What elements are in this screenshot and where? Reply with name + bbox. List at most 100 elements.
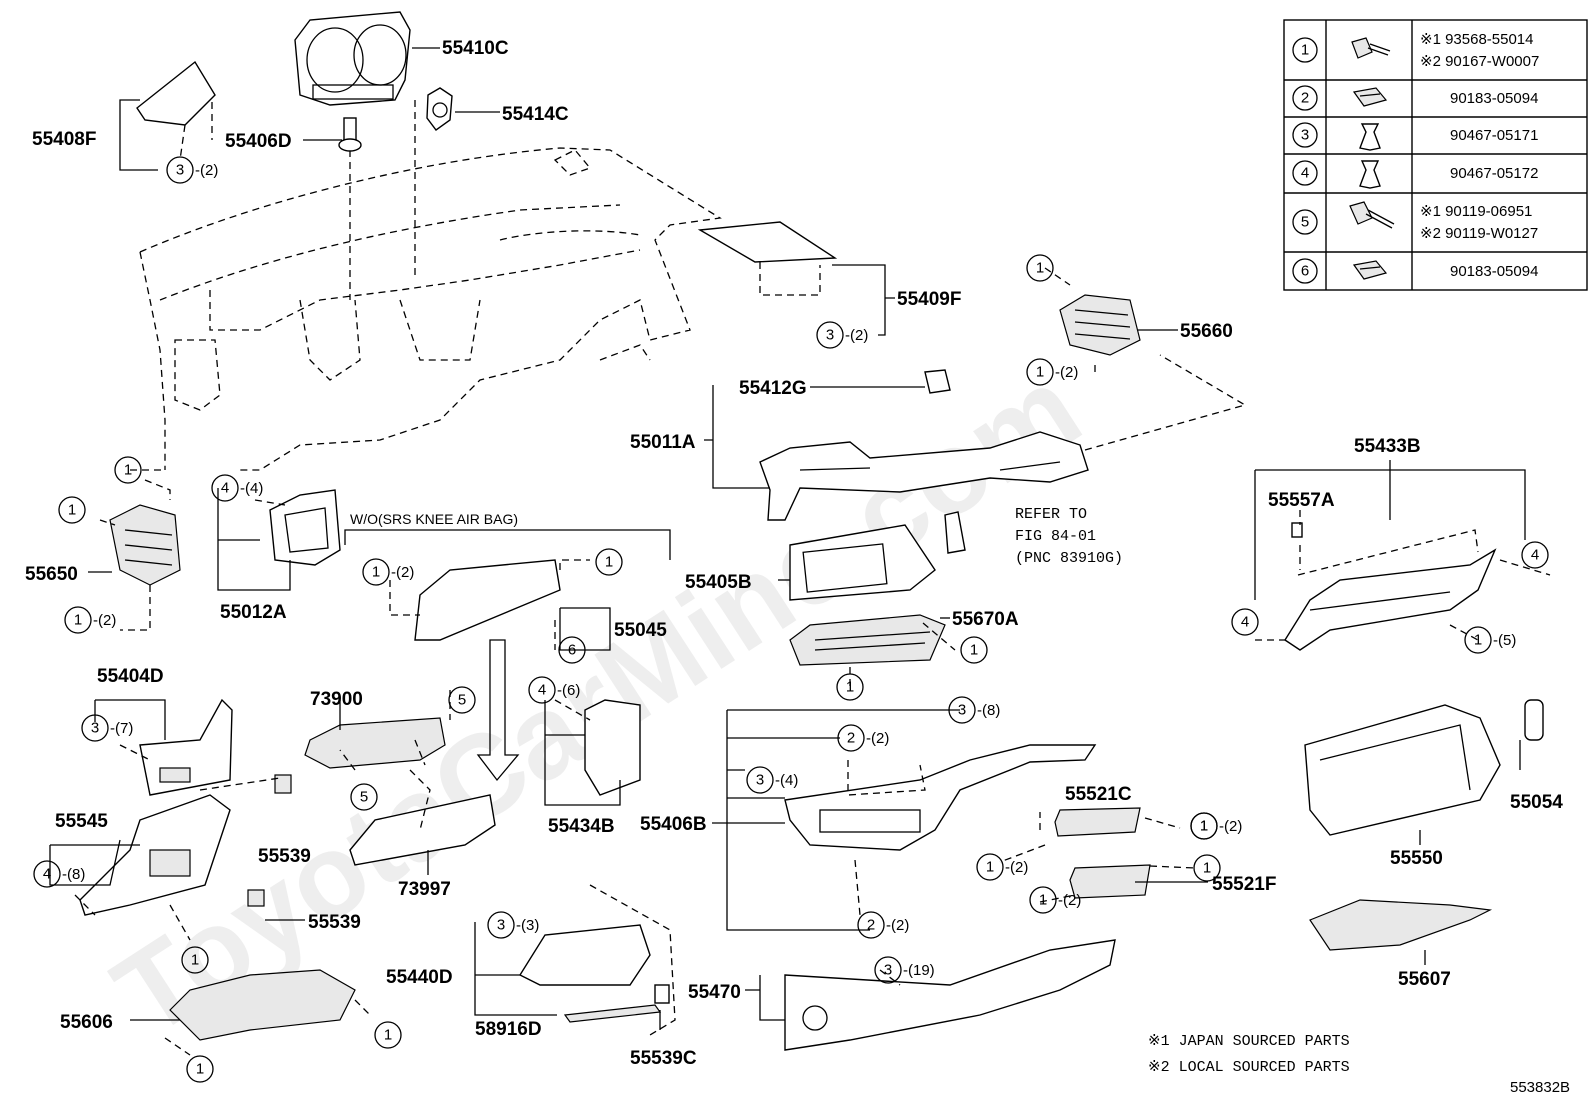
part-label[interactable]: 58916D (475, 1019, 542, 1040)
part-label[interactable]: 55521F (1212, 874, 1276, 895)
table-part-number[interactable]: ※1 90119-06951 (1420, 203, 1532, 220)
part-label[interactable]: 55539C (630, 1048, 697, 1069)
part-label[interactable]: 55607 (1398, 969, 1451, 990)
callout-number: 1 (986, 859, 994, 876)
callout-circle (374, 1021, 402, 1049)
part-label[interactable]: 55557A (1268, 490, 1335, 511)
part-label[interactable]: 55410C (442, 38, 509, 59)
undercover-55606[interactable] (169, 969, 356, 1041)
pocket-55521C[interactable] (1054, 807, 1141, 837)
part-label[interactable]: 55650 (25, 564, 78, 585)
cover-55409F[interactable] (697, 221, 838, 296)
table-row-number: 4 (1301, 165, 1309, 182)
clip-55539-upper[interactable] (274, 774, 292, 794)
clip-nut-icon (1352, 87, 1388, 107)
table-part-number[interactable]: ※2 90167-W0007 (1420, 53, 1539, 70)
flange-bolt-icon (1349, 201, 1395, 229)
cover-55434B[interactable] (584, 699, 641, 796)
part-label[interactable]: 55606 (60, 1012, 113, 1033)
damper-55054[interactable] (1524, 699, 1544, 741)
bezel-55012A[interactable] (269, 489, 341, 566)
panel-55404D[interactable] (139, 698, 233, 796)
panel-55405B[interactable] (789, 524, 936, 601)
part-label[interactable]: 55470 (688, 982, 741, 1003)
part-label[interactable]: 55045 (614, 620, 667, 641)
callout-circle (186, 1055, 214, 1083)
callout-circle (836, 673, 864, 701)
part-label[interactable]: 55408F (32, 129, 96, 150)
table-part-number[interactable]: 90183-05094 (1450, 90, 1538, 107)
part-label[interactable]: 55409F (897, 289, 961, 310)
part-label[interactable]: 55440D (386, 967, 453, 988)
part-label[interactable]: 55434B (548, 816, 615, 837)
bracket-55440D[interactable] (518, 924, 651, 986)
table-part-number[interactable]: ※1 93568-55014 (1420, 31, 1534, 48)
part-label[interactable]: 55054 (1510, 792, 1563, 813)
clip-55539C[interactable] (654, 984, 670, 1004)
glovebox-55550[interactable] (1304, 704, 1501, 836)
part-label[interactable]: 55012A (220, 602, 287, 623)
callout-number: 1 (384, 1027, 392, 1044)
meter-cluster-55410C[interactable] (294, 11, 411, 106)
footnote-japan: ※1 JAPAN SOURCED PARTS (1148, 1033, 1350, 1050)
part-label[interactable]: 55670A (952, 609, 1019, 630)
table-part-number[interactable]: 90183-05094 (1450, 263, 1538, 280)
meter-hood-55408F[interactable] (136, 60, 216, 161)
table-part-number[interactable]: 90467-05171 (1450, 127, 1538, 144)
part-label[interactable]: 55539 (258, 846, 311, 867)
table-row-number: 1 (1301, 42, 1309, 59)
callout-circle (874, 956, 902, 984)
callout-number: 1 (372, 564, 380, 581)
vent-55650[interactable] (109, 504, 181, 586)
panel-55045[interactable] (414, 559, 561, 641)
switch-55414C[interactable] (426, 87, 453, 131)
glovebox-housing-55433B[interactable] (1284, 548, 1497, 651)
panel-55011A[interactable] (759, 431, 1089, 521)
pocket-55521F[interactable] (1069, 864, 1151, 899)
vent-55660[interactable] (1059, 294, 1141, 356)
lower-panel-55470[interactable] (784, 939, 1116, 1051)
part-label[interactable]: 73997 (398, 879, 451, 900)
callout-number: 6 (568, 642, 576, 659)
part-label[interactable]: 55414C (502, 104, 569, 125)
module-73900[interactable] (304, 717, 446, 769)
callout-number: 1 (1200, 818, 1208, 835)
callout-number: 4 (221, 480, 229, 497)
callout-circle (64, 606, 92, 634)
part-label[interactable]: 55433B (1354, 436, 1421, 457)
strip-58916D[interactable] (563, 1004, 662, 1023)
part-label[interactable]: 55011A (630, 432, 696, 453)
refer-part-83910G (944, 511, 966, 554)
part-label[interactable]: 55412G (739, 378, 807, 399)
clip-55557A[interactable] (1291, 522, 1303, 538)
part-label[interactable]: 55406D (225, 131, 292, 152)
part-label[interactable]: 55404D (97, 666, 164, 687)
table-row-number: 3 (1301, 127, 1309, 144)
part-label[interactable]: 55405B (685, 572, 752, 593)
part-label[interactable]: 55406B (640, 814, 707, 835)
callout-number: 3 (884, 962, 892, 979)
table-part-number[interactable]: 90467-05172 (1450, 165, 1538, 182)
callout-quantity: -(2) (866, 730, 889, 747)
part-label[interactable]: 55550 (1390, 848, 1443, 869)
screw-55406D[interactable] (338, 117, 362, 152)
table-row-5-badge (1292, 209, 1318, 235)
callout-circle (211, 474, 239, 502)
vent-55670A[interactable] (789, 614, 946, 666)
part-label[interactable]: 55660 (1180, 321, 1233, 342)
part-label[interactable]: 55545 (55, 811, 108, 832)
table-part-number[interactable]: ※2 90119-W0127 (1420, 225, 1538, 242)
part-label[interactable]: 73900 (310, 689, 363, 710)
callout-circle (114, 456, 142, 484)
part-label[interactable]: 55521C (1065, 784, 1132, 805)
callout-number: 1 (191, 952, 199, 969)
clip-55412G[interactable] (924, 369, 951, 394)
callout-circle (1026, 254, 1054, 282)
undercover-55607[interactable] (1309, 899, 1493, 951)
callout-circle (58, 496, 86, 524)
panel-55406B[interactable] (784, 744, 1097, 851)
module-73997[interactable] (349, 794, 496, 866)
panel-55545[interactable] (79, 794, 231, 916)
clip-55539-lower[interactable] (247, 889, 265, 907)
part-label[interactable]: 55539 (308, 912, 361, 933)
